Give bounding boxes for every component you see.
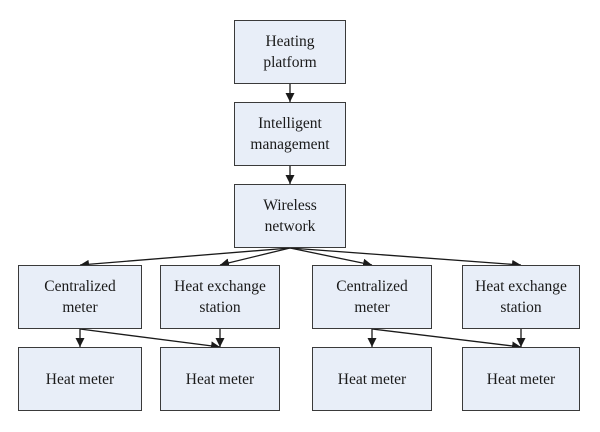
heat-meter-node-1: Heat meter <box>18 347 142 411</box>
centralized-meter-node-1: Centralized meter <box>18 265 142 329</box>
heat-meter-node-4: Heat meter <box>462 347 580 411</box>
arrow-wireless-network-to-centralized-meter-1 <box>79 247 291 269</box>
heat-meter-node-2: Heat meter <box>160 347 280 411</box>
heat-meter-node-3: Heat meter <box>312 347 432 411</box>
intelligent-management-node: Intelligent management <box>234 102 346 166</box>
edge-group <box>75 84 526 351</box>
arrow-wireless-network-to-centralized-meter-2 <box>289 247 373 268</box>
arrow-centralized-meter-2-to-heat-exchange-station-2 <box>371 328 522 351</box>
centralized-meter-node-2: Centralized meter <box>312 265 432 329</box>
arrow-wireless-network-to-heat-exchange-station-1 <box>219 247 291 268</box>
heat-exchange-station-node-1: Heat exchange station <box>160 265 280 329</box>
wireless-network-node: Wireless network <box>234 184 346 248</box>
arrow-wireless-network-to-heat-exchange-station-2 <box>289 247 522 269</box>
heat-exchange-station-node-2: Heat exchange station <box>462 265 580 329</box>
arrow-centralized-meter-1-to-heat-exchange-station-1 <box>79 328 221 351</box>
heating-platform-node: Heating platform <box>234 20 346 84</box>
